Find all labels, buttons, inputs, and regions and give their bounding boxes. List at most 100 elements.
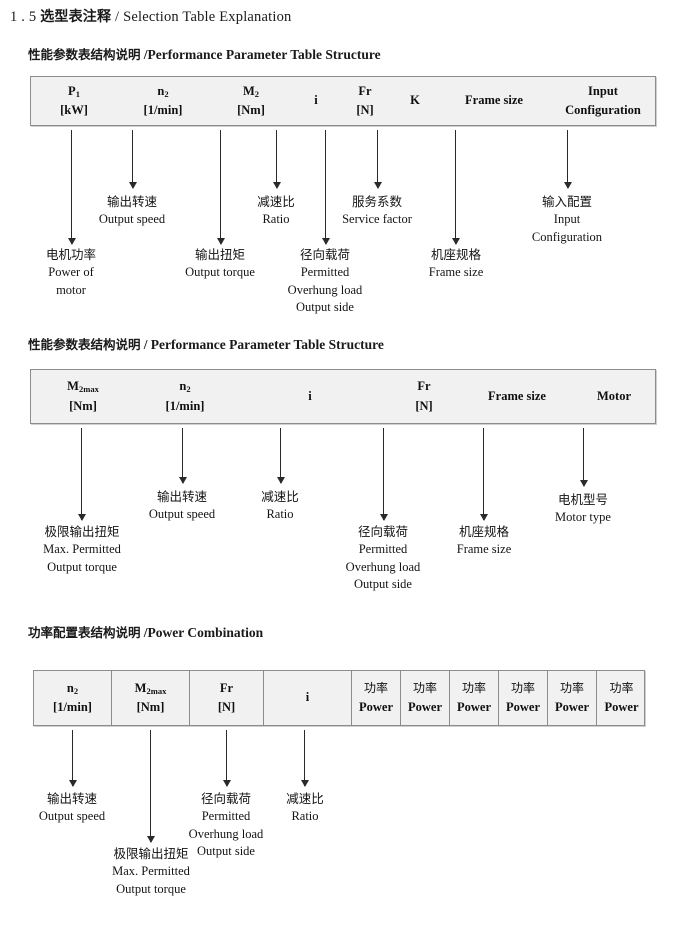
annotation-overhung-load-1: 径向载荷 Permitted Overhung load Output side <box>271 246 379 317</box>
performance-parameter-table-2: M2max [Nm] n2 [1/min] i Fr [N] Frame siz… <box>30 369 656 424</box>
t3c2-symbol: Fr <box>219 680 234 695</box>
annotation-en-2: Overhung load <box>188 826 264 841</box>
t2c0-sub: 2max <box>78 384 99 395</box>
table3-col-n2: n2 [1/min] <box>34 671 112 725</box>
annotation-en-1: Max. Permitted <box>43 541 121 556</box>
t3c0-sub: 2 <box>73 685 79 696</box>
t1c0-unit: [kW] <box>60 103 88 117</box>
annotation-output-torque-1: 输出扭矩 Output torque <box>168 246 272 282</box>
annotation-en-1: Power of <box>48 264 94 279</box>
annotation-cn: 输出转速 <box>46 791 97 806</box>
arrow-to-output-speed-3 <box>68 730 77 787</box>
annotation-en-2: Output torque <box>116 881 186 896</box>
section-heading-en: Performance Parameter Table Structure <box>147 47 381 62</box>
annotation-cn: 输出扭矩 <box>194 247 245 262</box>
page-title: 1 . 5 选型表注释 / Selection Table Explanatio… <box>10 6 292 26</box>
annotation-cn: 径向载荷 <box>299 247 350 262</box>
annotation-cn: 径向载荷 <box>200 791 251 806</box>
annotation-en-1: Permitted <box>300 264 350 279</box>
arrow-to-output-speed <box>128 130 137 189</box>
table3-col-power-2: 功率 Power <box>401 671 450 725</box>
annotation-en-1: Output torque <box>185 264 255 279</box>
table1-col-p1: P1 [kW] <box>31 77 117 125</box>
t3c2-unit: [N] <box>217 700 236 714</box>
arrow-to-service-factor <box>373 130 382 189</box>
t3c1-unit: [Nm] <box>136 700 165 714</box>
table3-col-m2max: M2max [Nm] <box>112 671 190 725</box>
annotation-en-1: Ratio <box>291 808 319 823</box>
table1-col-i: i <box>293 77 339 125</box>
table1-col-frame-size: Frame size <box>439 77 549 125</box>
table2-col-frame-size: Frame size <box>463 370 571 423</box>
annotation-en-1: Permitted <box>201 808 251 823</box>
t3c5-cn: 功率 <box>412 681 437 696</box>
annotation-motor-type-2: 电机型号 Motor type <box>530 491 636 527</box>
t2c4-label: Frame size <box>488 388 546 403</box>
annotation-en-2: motor <box>56 282 86 297</box>
arrow-to-ratio-2 <box>276 428 285 484</box>
t2c3-unit: [N] <box>415 398 433 413</box>
section-heading-sep: / <box>143 625 148 640</box>
annotation-overhung-load-3: 径向载荷 Permitted Overhung load Output side <box>172 790 280 861</box>
annotation-ratio-3: 减速比 Ratio <box>266 790 344 826</box>
t3c9-en: Power <box>604 699 639 714</box>
table3-col-power-6: 功率 Power <box>597 671 646 725</box>
annotation-en-1: Input <box>553 211 581 226</box>
annotation-en-1: Motor type <box>555 509 611 524</box>
table1-col-m2: M2 [Nm] <box>209 77 293 125</box>
annotation-cn: 减速比 <box>257 194 295 209</box>
annotation-cn: 极限输出扭矩 <box>44 524 120 539</box>
annotation-en-3: Output side <box>296 300 354 315</box>
annotation-cn: 极限输出扭矩 <box>113 846 189 861</box>
arrow-to-output-torque <box>216 130 225 245</box>
t2c2-label: i <box>308 388 312 403</box>
table3-col-power-1: 功率 Power <box>352 671 401 725</box>
annotation-en-2: Overhung load <box>345 559 421 574</box>
section-heading-cn: 性能参数表结构说明 <box>28 47 141 62</box>
annotation-ratio-1: 减速比 Ratio <box>236 193 316 229</box>
section-heading-cn: 功率配置表结构说明 <box>28 625 141 640</box>
annotation-service-factor-1: 服务系数 Service factor <box>322 193 432 229</box>
annotation-cn: 输出转速 <box>156 489 207 504</box>
arrow-to-max-output-torque-2 <box>77 428 86 521</box>
arrow-to-motor-type-2 <box>579 428 588 487</box>
table1-col-fr: Fr [N] <box>339 77 391 125</box>
t3c4-cn: 功率 <box>363 681 388 696</box>
table3-col-power-3: 功率 Power <box>450 671 499 725</box>
t3c8-en: Power <box>554 699 589 714</box>
annotation-cn: 减速比 <box>286 791 324 806</box>
table3-col-power-5: 功率 Power <box>548 671 597 725</box>
annotation-cn: 机座规格 <box>430 247 481 262</box>
t1c0-sub: 1 <box>75 88 80 99</box>
annotation-en-1: Frame size <box>428 264 484 279</box>
t1c7-unit: Configuration <box>565 103 641 117</box>
t1c3-label: i <box>314 93 318 108</box>
section-heading-cn: 性能参数表结构说明 <box>28 337 141 352</box>
power-combination-table: n2 [1/min] M2max [Nm] Fr [N] i 功率 Power … <box>33 670 645 726</box>
arrow-to-ratio-3 <box>300 730 309 787</box>
annotation-en-1: Max. Permitted <box>112 863 190 878</box>
table3-col-power-4: 功率 Power <box>499 671 548 725</box>
t1c4-symbol: Fr <box>358 83 372 98</box>
t3c7-cn: 功率 <box>510 681 535 696</box>
t2c1-unit: [1/min] <box>165 398 205 413</box>
arrow-to-overhung-load-3 <box>222 730 231 787</box>
annotation-en-1: Ratio <box>262 211 290 226</box>
table2-col-n2: n2 [1/min] <box>135 370 235 423</box>
arrow-to-input-configuration <box>563 130 572 189</box>
annotation-en-1: Output speed <box>148 506 216 521</box>
t1c1-unit: [1/min] <box>143 103 183 117</box>
table2-col-m2max: M2max [Nm] <box>31 370 135 423</box>
annotation-output-speed-2: 输出转速 Output speed <box>132 488 232 524</box>
t3c0-unit: [1/min] <box>53 700 92 714</box>
t3c5-en: Power <box>407 699 442 714</box>
t1c2-unit: [Nm] <box>237 103 265 117</box>
annotation-en-2: Configuration <box>531 229 603 244</box>
t3c1-sub: 2max <box>146 685 167 696</box>
t2c0-symbol: M <box>67 379 79 394</box>
table1-col-n2: n2 [1/min] <box>117 77 209 125</box>
t1c0-symbol: P <box>68 83 76 98</box>
annotation-en-1: Permitted <box>358 541 408 556</box>
t2c3-symbol: Fr <box>417 379 431 394</box>
annotation-cn: 径向载荷 <box>357 524 408 539</box>
